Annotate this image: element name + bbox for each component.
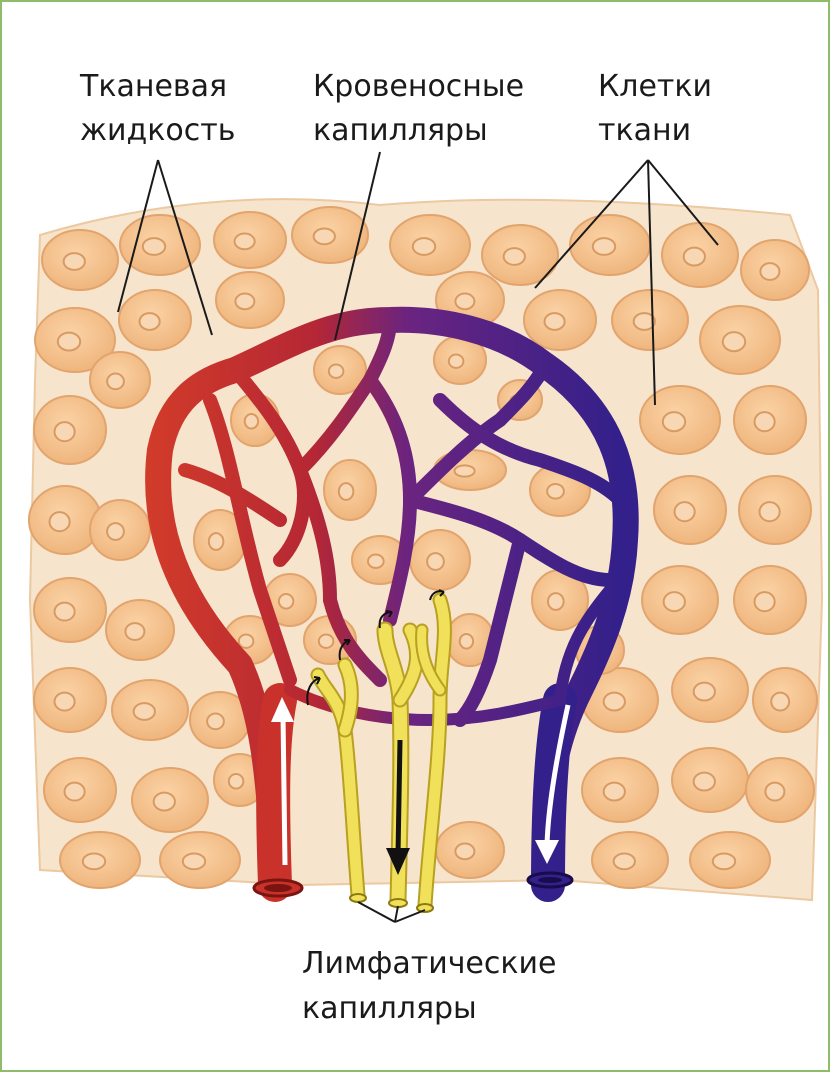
cell-nucleus [64, 253, 85, 270]
cell-nucleus [368, 554, 384, 567]
cell-nucleus [548, 593, 564, 610]
cell-nucleus [235, 294, 254, 310]
arteriole-lumen [264, 884, 292, 892]
cell-nucleus [65, 783, 85, 801]
arteriole [273, 700, 280, 885]
leader-lymph-3 [395, 910, 425, 922]
cell-nucleus [455, 844, 474, 860]
cell-nucleus [140, 313, 160, 330]
label-tissue-fluid-line2: жидкость [80, 113, 235, 148]
cell-nucleus [125, 623, 144, 640]
arterial-flow-arrow [283, 715, 285, 865]
cell-nucleus [319, 634, 334, 647]
cell-nucleus [329, 364, 344, 377]
label-lymph-capillaries-line1: Лимфатические [302, 946, 556, 981]
cell-nucleus [755, 412, 775, 431]
cell-nucleus [235, 234, 255, 250]
cell-nucleus [663, 412, 685, 431]
label-tissue-cells: Клетки ткани [598, 69, 722, 148]
cell-nucleus [107, 523, 124, 540]
cell-nucleus [604, 693, 625, 711]
cell-nucleus [413, 238, 435, 255]
lymph-vessel-opening [350, 894, 366, 902]
lymph-capillary [345, 665, 351, 730]
cell-nucleus [229, 774, 244, 789]
cell-nucleus [547, 484, 564, 499]
cell-nucleus [58, 333, 80, 351]
cell-nucleus [55, 422, 75, 441]
cell-nucleus [765, 783, 784, 801]
cell-nucleus [107, 374, 124, 390]
cell-nucleus [207, 714, 224, 730]
cell-nucleus [455, 294, 474, 310]
cell-nucleus [771, 693, 789, 711]
cell-nucleus [504, 248, 525, 265]
cell-nucleus [675, 502, 695, 521]
cell-nucleus [314, 229, 335, 245]
cell-nucleus [427, 553, 444, 570]
cell-nucleus [664, 592, 685, 611]
cell-nucleus [154, 793, 175, 811]
label-blood-capillaries: Кровеносные капилляры [313, 69, 534, 148]
cell-nucleus [760, 263, 779, 280]
cell-nucleus [239, 634, 254, 647]
cell-nucleus [545, 313, 565, 330]
cell-nucleus [209, 533, 224, 550]
cell-nucleus [593, 238, 615, 255]
cell-nucleus [55, 603, 75, 621]
cell-nucleus [684, 248, 705, 266]
cell-nucleus [449, 354, 464, 367]
cell-nucleus [339, 483, 354, 500]
cell-nucleus [245, 414, 258, 429]
cell-nucleus [134, 703, 155, 720]
cell-nucleus [50, 512, 70, 531]
label-blood-capillaries-line2: капилляры [313, 113, 488, 148]
cell-nucleus [83, 854, 105, 870]
cell-nucleus [604, 783, 625, 801]
cell-nucleus [143, 238, 165, 255]
cell-nucleus [713, 854, 735, 870]
cell-nucleus [55, 693, 75, 711]
label-blood-capillaries-line1: Кровеносные [313, 69, 524, 104]
cell-nucleus [723, 332, 745, 351]
label-tissue-cells-line2: ткани [598, 113, 691, 148]
cell-nucleus [455, 465, 475, 476]
lymph-flow-arrow [398, 740, 400, 855]
cell-nucleus [279, 594, 294, 609]
cell-nucleus [694, 773, 715, 791]
cell-nucleus [694, 683, 715, 701]
cell-nucleus [755, 592, 775, 611]
cell-nucleus [183, 854, 205, 870]
label-lymph-capillaries-line2: капилляры [302, 991, 477, 1026]
label-tissue-fluid: Тканевая жидкость [79, 69, 237, 148]
label-tissue-fluid-line1: Тканевая [79, 69, 227, 104]
venule-lumen [538, 877, 562, 883]
lymph-vessel-opening [389, 899, 407, 907]
cell-nucleus [760, 502, 780, 521]
cell-nucleus [460, 634, 473, 649]
leader-lymph-2 [395, 906, 398, 922]
cell-nucleus [614, 854, 635, 870]
label-lymph-capillaries: Лимфатические капилляры [302, 946, 566, 1026]
label-tissue-cells-line1: Клетки [598, 69, 712, 104]
